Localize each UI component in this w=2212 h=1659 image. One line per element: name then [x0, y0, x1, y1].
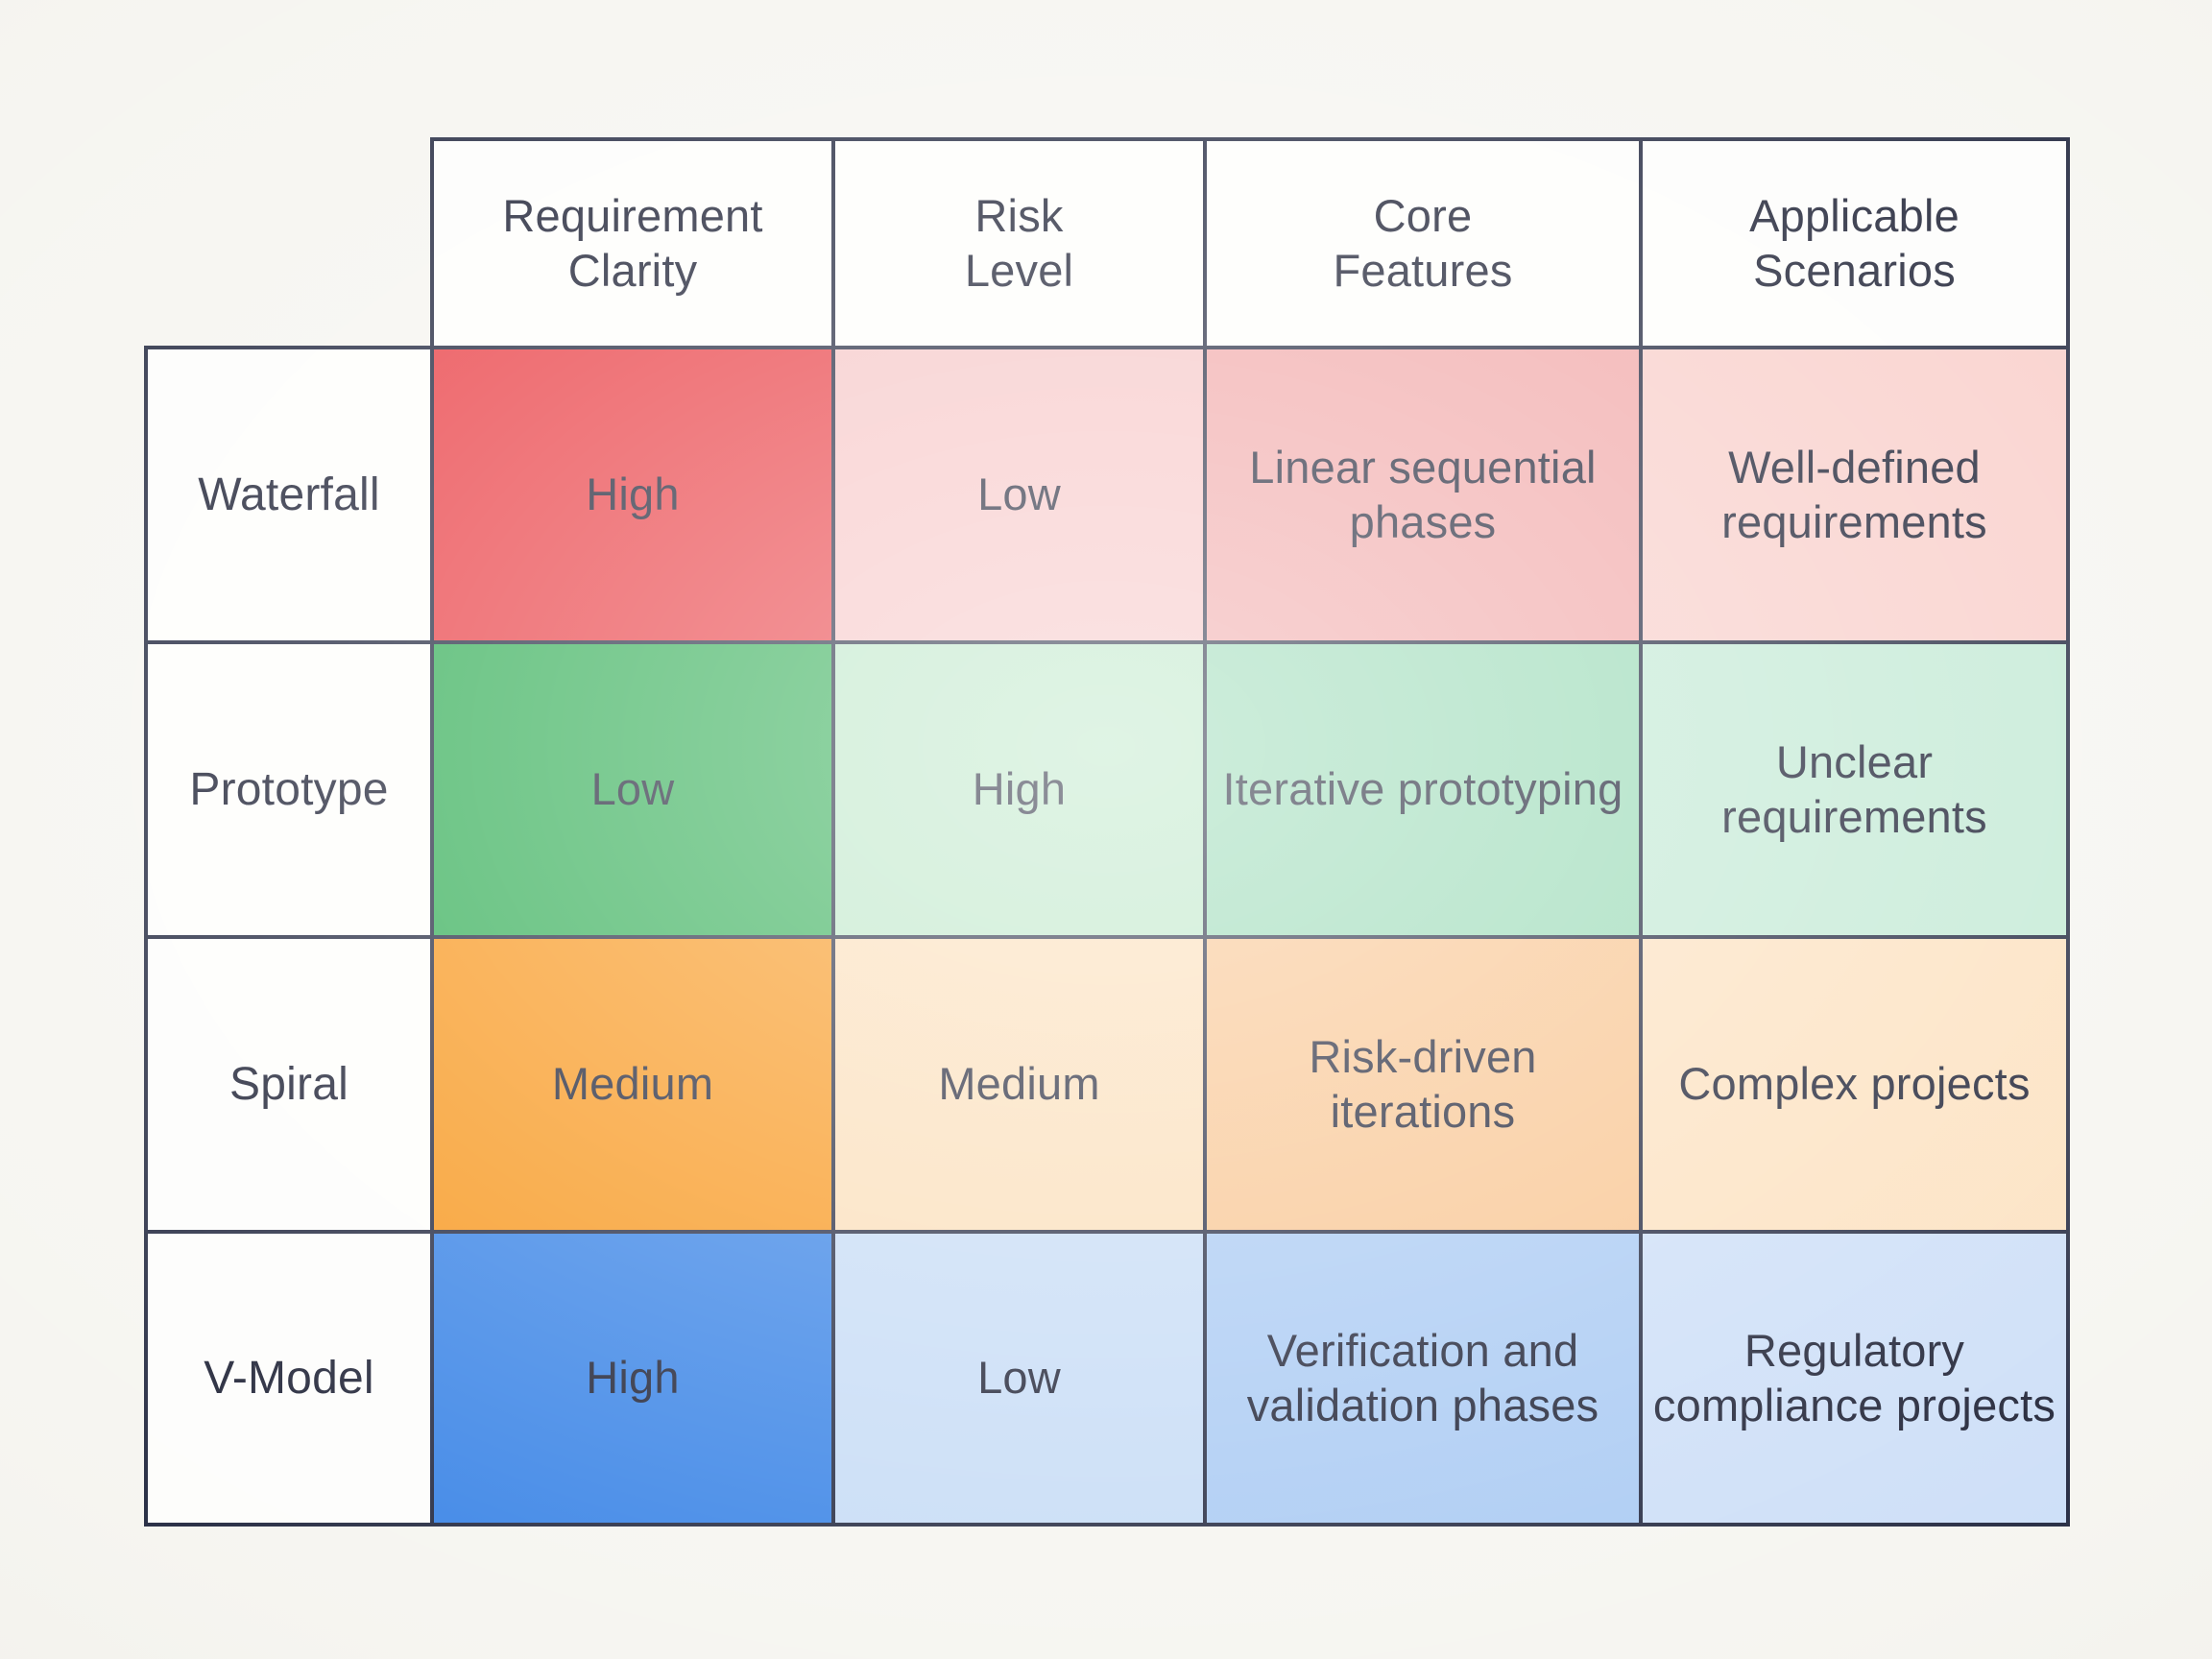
- column-header-line-1: Requirement: [502, 190, 763, 242]
- column-header-line-2: Level: [964, 244, 1074, 296]
- row-label-waterfall: Waterfall: [144, 346, 434, 644]
- cell-vmodel-core: Verification and validation phases: [1203, 1230, 1643, 1527]
- cell-vmodel-risk: Low: [831, 1230, 1207, 1527]
- column-header-line-1: Core: [1373, 190, 1473, 242]
- table-row: Prototype Low High Iterative prototyping…: [144, 640, 2070, 939]
- row-label-spiral: Spiral: [144, 935, 434, 1234]
- column-header-line-1: Risk: [974, 190, 1064, 242]
- cell-prototype-scenario: Unclear requirements: [1639, 640, 2070, 939]
- sdlc-model-comparison-table: Requirement Clarity Risk Level Core Feat…: [144, 137, 2070, 1527]
- cell-waterfall-clarity: High: [430, 346, 835, 644]
- table-row: Spiral Medium Medium Risk-driven iterati…: [144, 935, 2070, 1234]
- table-row: Waterfall High Low Linear sequential pha…: [144, 346, 2070, 644]
- column-header-requirement-clarity: Requirement Clarity: [430, 137, 835, 349]
- row-label-prototype: Prototype: [144, 640, 434, 939]
- cell-waterfall-risk: Low: [831, 346, 1207, 644]
- header-row: Requirement Clarity Risk Level Core Feat…: [146, 137, 2070, 349]
- table-body: Waterfall High Low Linear sequential pha…: [144, 346, 2070, 1527]
- cell-waterfall-scenario: Well-defined requirements: [1639, 346, 2070, 644]
- cell-vmodel-scenario: Regulatory compliance projects: [1639, 1230, 2070, 1527]
- cell-vmodel-clarity: High: [430, 1230, 835, 1527]
- table-header: Requirement Clarity Risk Level Core Feat…: [146, 137, 2070, 349]
- column-header-line-2: Scenarios: [1753, 244, 1956, 296]
- table-row: V-Model High Low Verification and valida…: [144, 1230, 2070, 1527]
- column-header-line-1: Applicable: [1749, 190, 1960, 242]
- cell-prototype-clarity: Low: [430, 640, 835, 939]
- column-header-applicable-scenarios: Applicable Scenarios: [1639, 137, 2070, 349]
- column-header-risk-level: Risk Level: [831, 137, 1207, 349]
- cell-spiral-core: Risk-driven iterations: [1203, 935, 1643, 1234]
- row-label-vmodel: V-Model: [144, 1230, 434, 1527]
- cell-spiral-risk: Medium: [831, 935, 1207, 1234]
- column-header-line-2: Features: [1333, 244, 1513, 296]
- cell-spiral-clarity: Medium: [430, 935, 835, 1234]
- column-header-line-2: Clarity: [567, 244, 698, 296]
- corner-blank-cell: [146, 139, 432, 348]
- cell-waterfall-core: Linear sequential phases: [1203, 346, 1643, 644]
- column-header-core-features: Core Features: [1203, 137, 1643, 349]
- cell-spiral-scenario: Complex projects: [1639, 935, 2070, 1234]
- cell-prototype-risk: High: [831, 640, 1207, 939]
- cell-prototype-core: Iterative prototyping: [1203, 640, 1643, 939]
